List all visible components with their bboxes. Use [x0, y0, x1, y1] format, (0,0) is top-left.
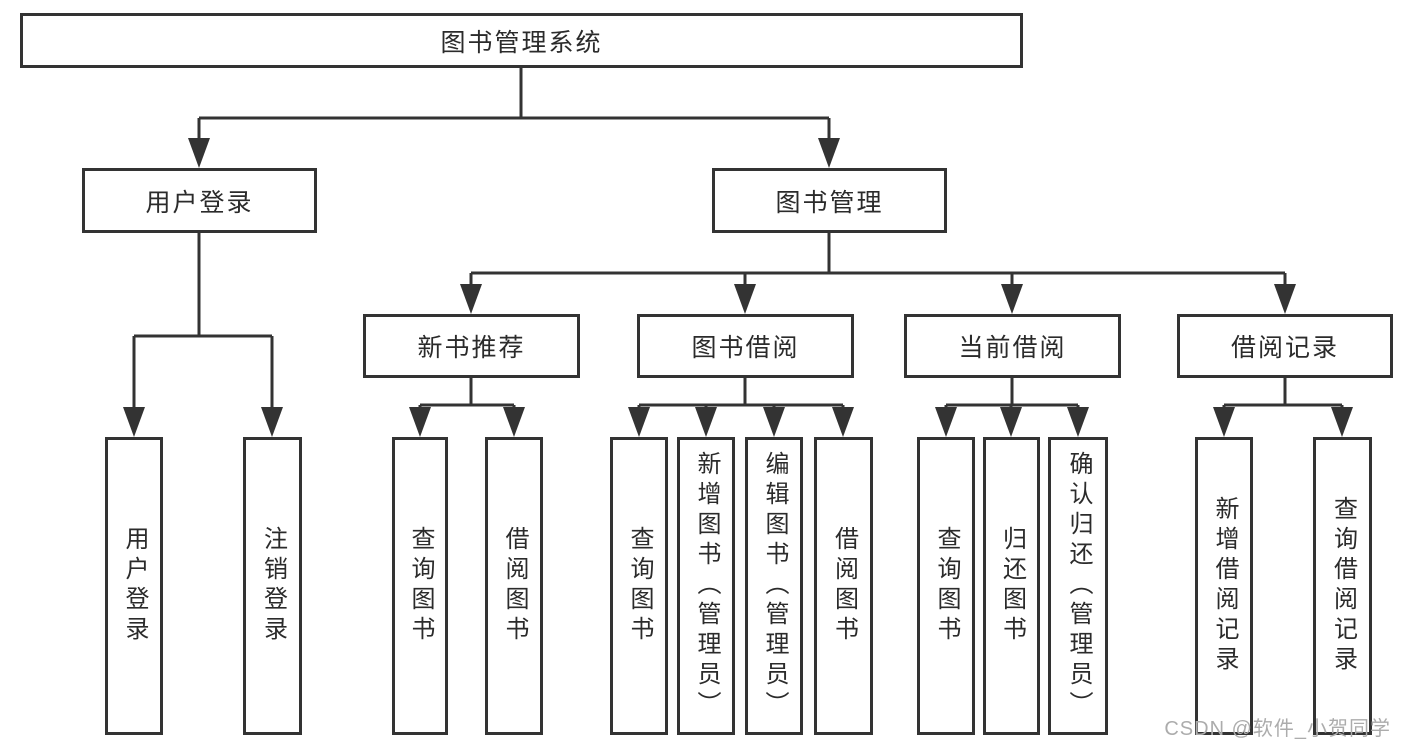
- arrowhead: [628, 407, 650, 437]
- connector-bookmgmt-to-level3: [469, 231, 1287, 306]
- leaf-borrow-books-2: 借阅图书: [814, 437, 873, 735]
- leaf-label: 查询图书: [933, 526, 960, 646]
- arrowhead: [1213, 407, 1235, 437]
- connector-newbook-to-leaves: [418, 376, 516, 430]
- connector-userlogin-to-leaves: [132, 231, 274, 430]
- node-current-borrow: 当前借阅: [904, 314, 1121, 378]
- leaf-borrow-books-1: 借阅图书: [485, 437, 543, 735]
- leaf-query-books-3: 查询图书: [917, 437, 975, 735]
- arrowhead: [734, 284, 756, 314]
- arrowhead: [1274, 284, 1296, 314]
- leaf-label: 查询图书: [626, 526, 653, 646]
- node-root: 图书管理系统: [20, 13, 1023, 68]
- leaf-confirm-return-admin: 确认归还（管理员）: [1048, 437, 1108, 735]
- connector-bookborrow-to-leaves: [637, 376, 845, 430]
- arrowhead: [763, 407, 785, 437]
- arrowhead: [1067, 407, 1089, 437]
- leaf-label: 查询借阅记录: [1329, 496, 1357, 676]
- arrowhead: [695, 407, 717, 437]
- arrowhead: [503, 407, 525, 437]
- csdn-watermark: CSDN @软件_小贺同学: [1164, 718, 1391, 740]
- leaf-edit-books-admin: 编辑图书（管理员）: [745, 437, 803, 735]
- leaf-label: 编辑图书（管理员）: [761, 451, 788, 721]
- connector-root-to-level2: [197, 66, 831, 160]
- leaf-label: 用户登录: [121, 526, 148, 646]
- leaf-label: 查询图书: [407, 526, 434, 646]
- leaf-query-books-2: 查询图书: [610, 437, 668, 735]
- connector-currentborrow-to-leaves: [944, 376, 1080, 430]
- arrowhead: [935, 407, 957, 437]
- leaf-query-borrow-record: 查询借阅记录: [1313, 437, 1372, 735]
- arrowhead: [1331, 407, 1353, 437]
- leaf-add-books-admin: 新增图书（管理员）: [677, 437, 735, 735]
- node-borrow-records: 借阅记录: [1177, 314, 1393, 378]
- leaf-label: 新增借阅记录: [1211, 496, 1238, 676]
- arrowhead: [1000, 407, 1022, 437]
- arrowhead: [261, 407, 283, 437]
- leaf-query-books-1: 查询图书: [392, 437, 448, 735]
- leaf-return-books: 归还图书: [983, 437, 1040, 735]
- arrowhead: [818, 138, 840, 168]
- leaf-label: 新增图书（管理员）: [693, 451, 720, 721]
- node-book-borrow: 图书借阅: [637, 314, 854, 378]
- leaf-label: 借阅图书: [501, 526, 528, 646]
- leaf-user-login: 用户登录: [105, 437, 163, 735]
- arrowhead: [832, 407, 854, 437]
- node-user-login: 用户登录: [82, 168, 317, 233]
- arrowhead: [460, 284, 482, 314]
- arrowhead: [409, 407, 431, 437]
- leaf-logout: 注销登录: [243, 437, 302, 735]
- leaf-label: 归还图书: [998, 526, 1026, 646]
- arrowhead: [1001, 284, 1023, 314]
- node-book-management: 图书管理: [712, 168, 947, 233]
- leaf-label: 借阅图书: [830, 526, 858, 646]
- node-new-book-recommend: 新书推荐: [363, 314, 580, 378]
- connector-records-to-leaves: [1222, 376, 1344, 430]
- leaf-add-borrow-record: 新增借阅记录: [1195, 437, 1253, 735]
- arrowhead: [123, 407, 145, 437]
- leaf-label: 确认归还（管理员）: [1065, 451, 1092, 721]
- leaf-label: 注销登录: [259, 526, 287, 646]
- arrowhead: [188, 138, 210, 168]
